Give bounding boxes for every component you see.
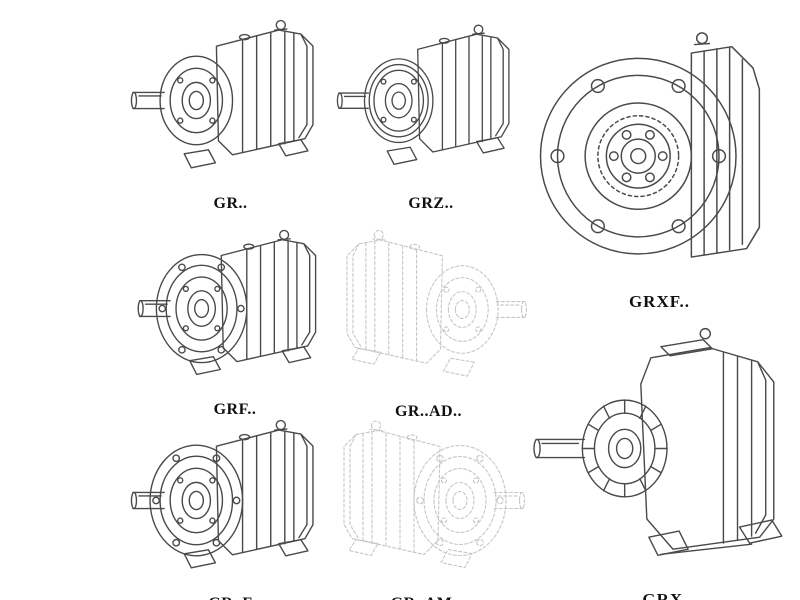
figure-grf: GRF.. bbox=[130, 226, 340, 422]
gearbox-foot-mounted-ring-drawing bbox=[336, 16, 526, 192]
figure-label-grxf: GRXF.. bbox=[628, 292, 691, 311]
figure-label-gr-am: GR..AM.. bbox=[391, 592, 462, 600]
figure-gr: GR.. bbox=[128, 16, 333, 216]
figure-label-gr: GR.. bbox=[213, 195, 248, 212]
figure-label-grx: GRX.. bbox=[642, 590, 694, 600]
gearbox-foot-mounted-drawing bbox=[128, 16, 333, 192]
figure-gr-am: GR..AM.. bbox=[326, 416, 526, 600]
figure-label-gr-ad: GR..AD.. bbox=[394, 403, 463, 420]
figure-grz: GRZ.. bbox=[336, 16, 526, 216]
figure-gr-ad: GR..AD.. bbox=[326, 226, 531, 424]
figure-grxf: GRXF.. bbox=[532, 18, 787, 314]
gearbox-foot-flange-drawing bbox=[128, 416, 333, 592]
gearbox-motor-adapter-ghost-drawing bbox=[326, 416, 526, 592]
figure-label-gr-f: GR..F bbox=[208, 592, 252, 600]
figure-grx: GRX.. bbox=[532, 312, 800, 600]
gearbox-input-adapter-ghost-drawing bbox=[326, 226, 531, 400]
gearbox-single-stage-finned-drawing bbox=[532, 312, 800, 588]
gearbox-flange-front-drawing bbox=[532, 18, 787, 290]
figure-gr-f: GR..F bbox=[128, 416, 333, 600]
figure-label-grz: GRZ.. bbox=[408, 195, 454, 212]
gearbox-flange-mounted-drawing bbox=[130, 226, 340, 398]
figure-label-grf: GRF.. bbox=[213, 401, 257, 418]
